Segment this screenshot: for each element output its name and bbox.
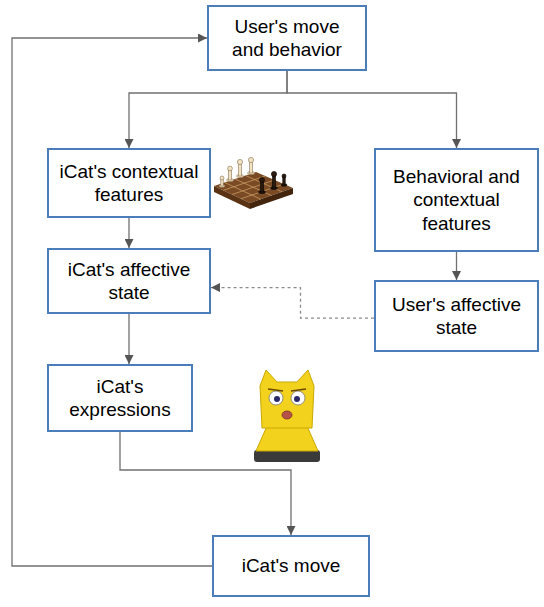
process-box: iCat's contextual features [47,148,211,218]
piece [282,174,286,178]
robot-brow [291,389,306,391]
dotted-arrow [211,288,374,319]
flow-arrow [456,252,457,280]
robot-brow [268,389,283,391]
box-label: iCat's expressions [57,375,183,421]
grid-line [246,176,283,192]
robot-base [254,450,320,462]
process-box: iCat's move [212,535,370,597]
flow-arrow [287,71,457,148]
piece [237,159,242,164]
process-box: Behavioral and contextual features [374,148,539,252]
flow-arrow [128,218,129,248]
flow-arrow [128,314,129,364]
board-side [250,188,293,209]
robot-eye [269,391,283,405]
box-label: Behavioral and contextual features [390,165,523,235]
box-label: User's move and behavior [223,15,351,61]
process-box: User's affective state [374,280,539,352]
piece [271,171,276,176]
light-pieces [219,157,255,187]
robot-pupil [274,396,280,402]
process-box: iCat's expressions [47,364,193,432]
piece [260,178,265,183]
robot-eye [291,391,305,405]
piece [239,163,242,176]
robot-body [256,426,318,451]
process-box: User's move and behavior [207,5,367,71]
piece [220,176,224,180]
icat-robot [254,370,320,462]
piece [228,166,233,171]
piece [273,175,276,188]
flow-arrow [129,71,287,148]
grid-line [232,180,275,195]
board-grid [223,176,283,200]
piece [229,170,232,180]
robot-mouth [282,411,292,419]
chess-board [214,157,293,209]
box-label: iCat's affective state [55,258,203,304]
robot-head [260,370,314,428]
board-top [214,172,293,203]
box-label: User's affective state [390,293,523,339]
process-box: iCat's affective state [47,248,211,314]
piece [248,157,253,162]
box-label: iCat's contextual features [54,160,204,206]
dark-pieces [259,171,288,193]
robot-pupil [294,396,300,402]
box-label: iCat's move [242,554,341,577]
flow-arrow [12,38,212,566]
